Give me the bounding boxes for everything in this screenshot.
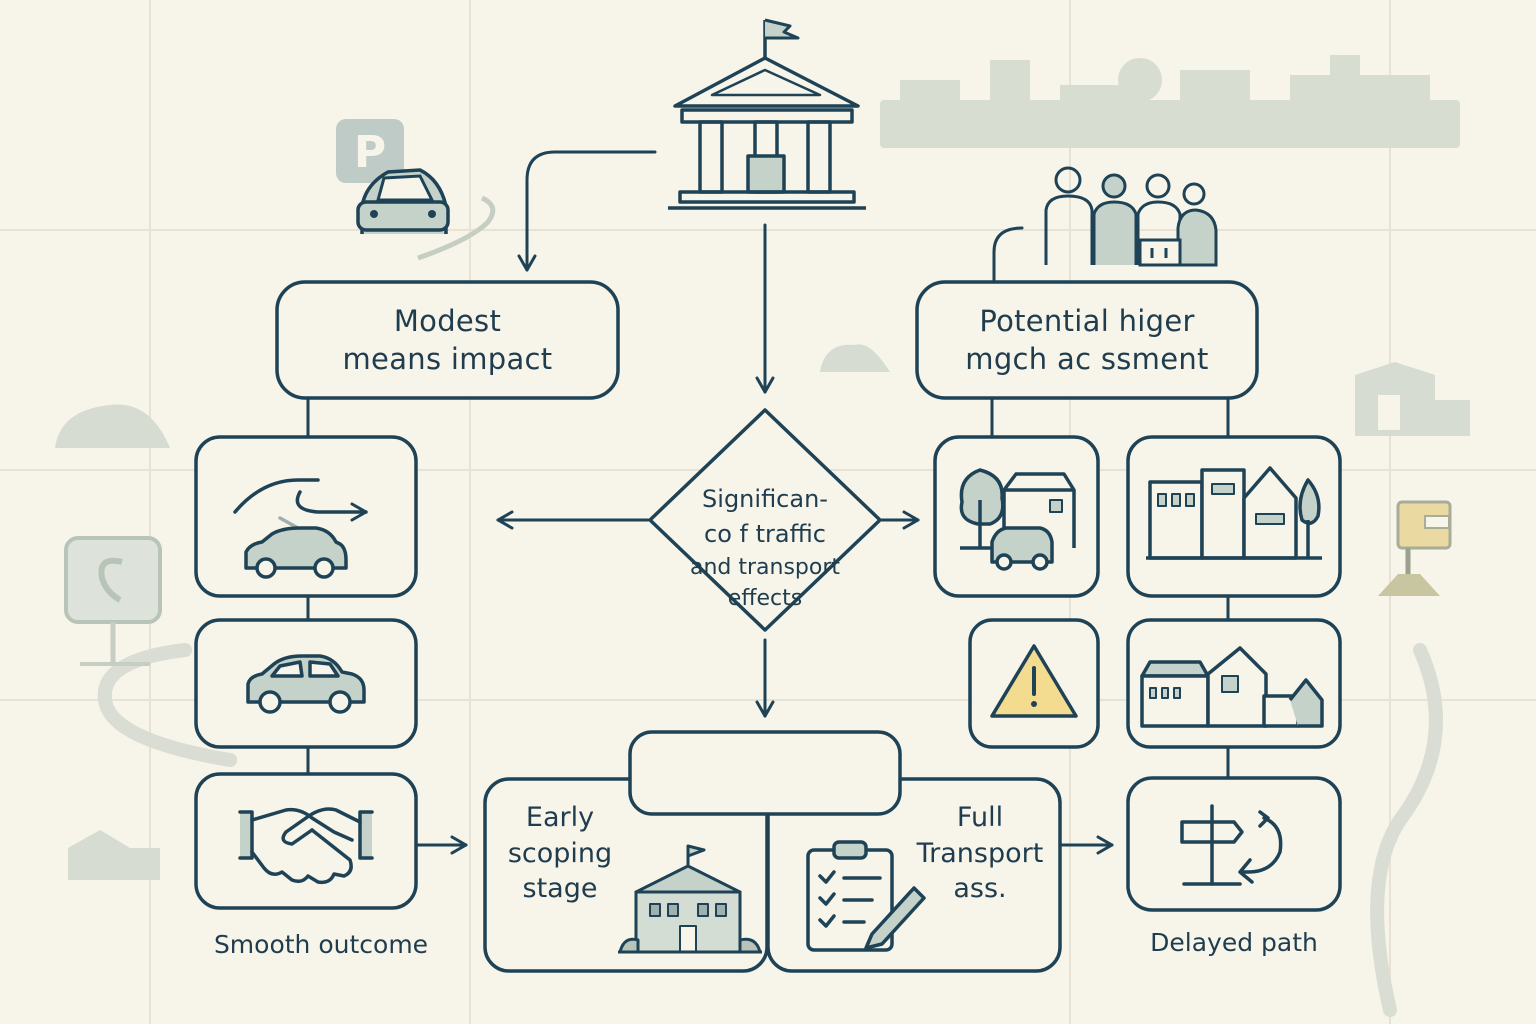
decision-diamond — [648, 408, 882, 632]
parking-sign-icon: P — [336, 119, 496, 261]
tree-building-car-icon — [959, 468, 1076, 571]
modest-impact-line-2: means impact — [342, 342, 553, 377]
potential-assessment-line-1: Potential higer — [979, 304, 1195, 338]
decision-line-1: Significan- — [702, 485, 828, 513]
full-transport-line-3: ass. — [953, 873, 1007, 905]
left-card-1 — [194, 435, 418, 598]
left-card-3 — [194, 772, 418, 910]
school-building-icon — [618, 844, 762, 954]
delayed-path-card — [1126, 776, 1342, 912]
signpost-icon — [1180, 804, 1283, 886]
delayed-path-caption: Delayed path — [1150, 928, 1318, 957]
smooth-outcome-caption: Smooth outcome — [213, 930, 429, 959]
connectors — [306, 150, 1230, 855]
checklist-clipboard-icon — [806, 840, 926, 952]
townhouses-icon — [1146, 466, 1322, 560]
decision-line-2: co f traffic — [704, 519, 826, 548]
potential-assessment-box — [915, 280, 1259, 400]
arrow-to-modest — [517, 150, 657, 272]
early-scoping-label: Early scoping stage — [490, 800, 630, 907]
full-transport-line-2: Transport — [916, 837, 1044, 869]
svg-text:P: P — [354, 127, 386, 178]
modest-impact-box — [275, 280, 620, 400]
people-to-potential — [992, 226, 1024, 282]
decision-label: Significan- co f traffic and transport e… — [660, 482, 870, 615]
early-scoping-line-3: stage — [522, 873, 598, 905]
road-decorations — [97, 643, 1443, 1017]
potential-assessment-label: Potential higer mgch ac ssment — [917, 302, 1257, 379]
potential-assessment-line-2: mgch ac ssment — [965, 342, 1209, 377]
full-transport-label: Full Transport ass. — [900, 800, 1060, 907]
car-icon-2 — [246, 654, 366, 714]
skyline-illustration — [880, 55, 1460, 148]
car-icon — [244, 526, 348, 579]
background-decorations — [55, 344, 1470, 880]
government-building-icon — [668, 18, 866, 210]
early-scoping-line-2: scoping — [507, 837, 613, 869]
handshake-icon — [238, 807, 374, 885]
stage-header-box — [628, 730, 902, 816]
warning-triangle-icon — [990, 644, 1078, 718]
decision-line-3: and transport — [689, 554, 841, 580]
road-sign-illustration — [64, 536, 162, 666]
early-scoping-line-1: Early — [525, 802, 595, 833]
houses-icon — [1140, 646, 1324, 728]
modest-impact-line-1: Modest — [393, 304, 502, 338]
flag-marker-illustration — [1378, 500, 1452, 596]
full-transport-line-1: Full — [956, 802, 1004, 833]
traffic-flow-icon — [233, 478, 368, 530]
people-group-icon — [1044, 166, 1218, 267]
modest-impact-label: Modest means impact — [277, 302, 618, 379]
decision-line-4: effects — [727, 586, 803, 612]
